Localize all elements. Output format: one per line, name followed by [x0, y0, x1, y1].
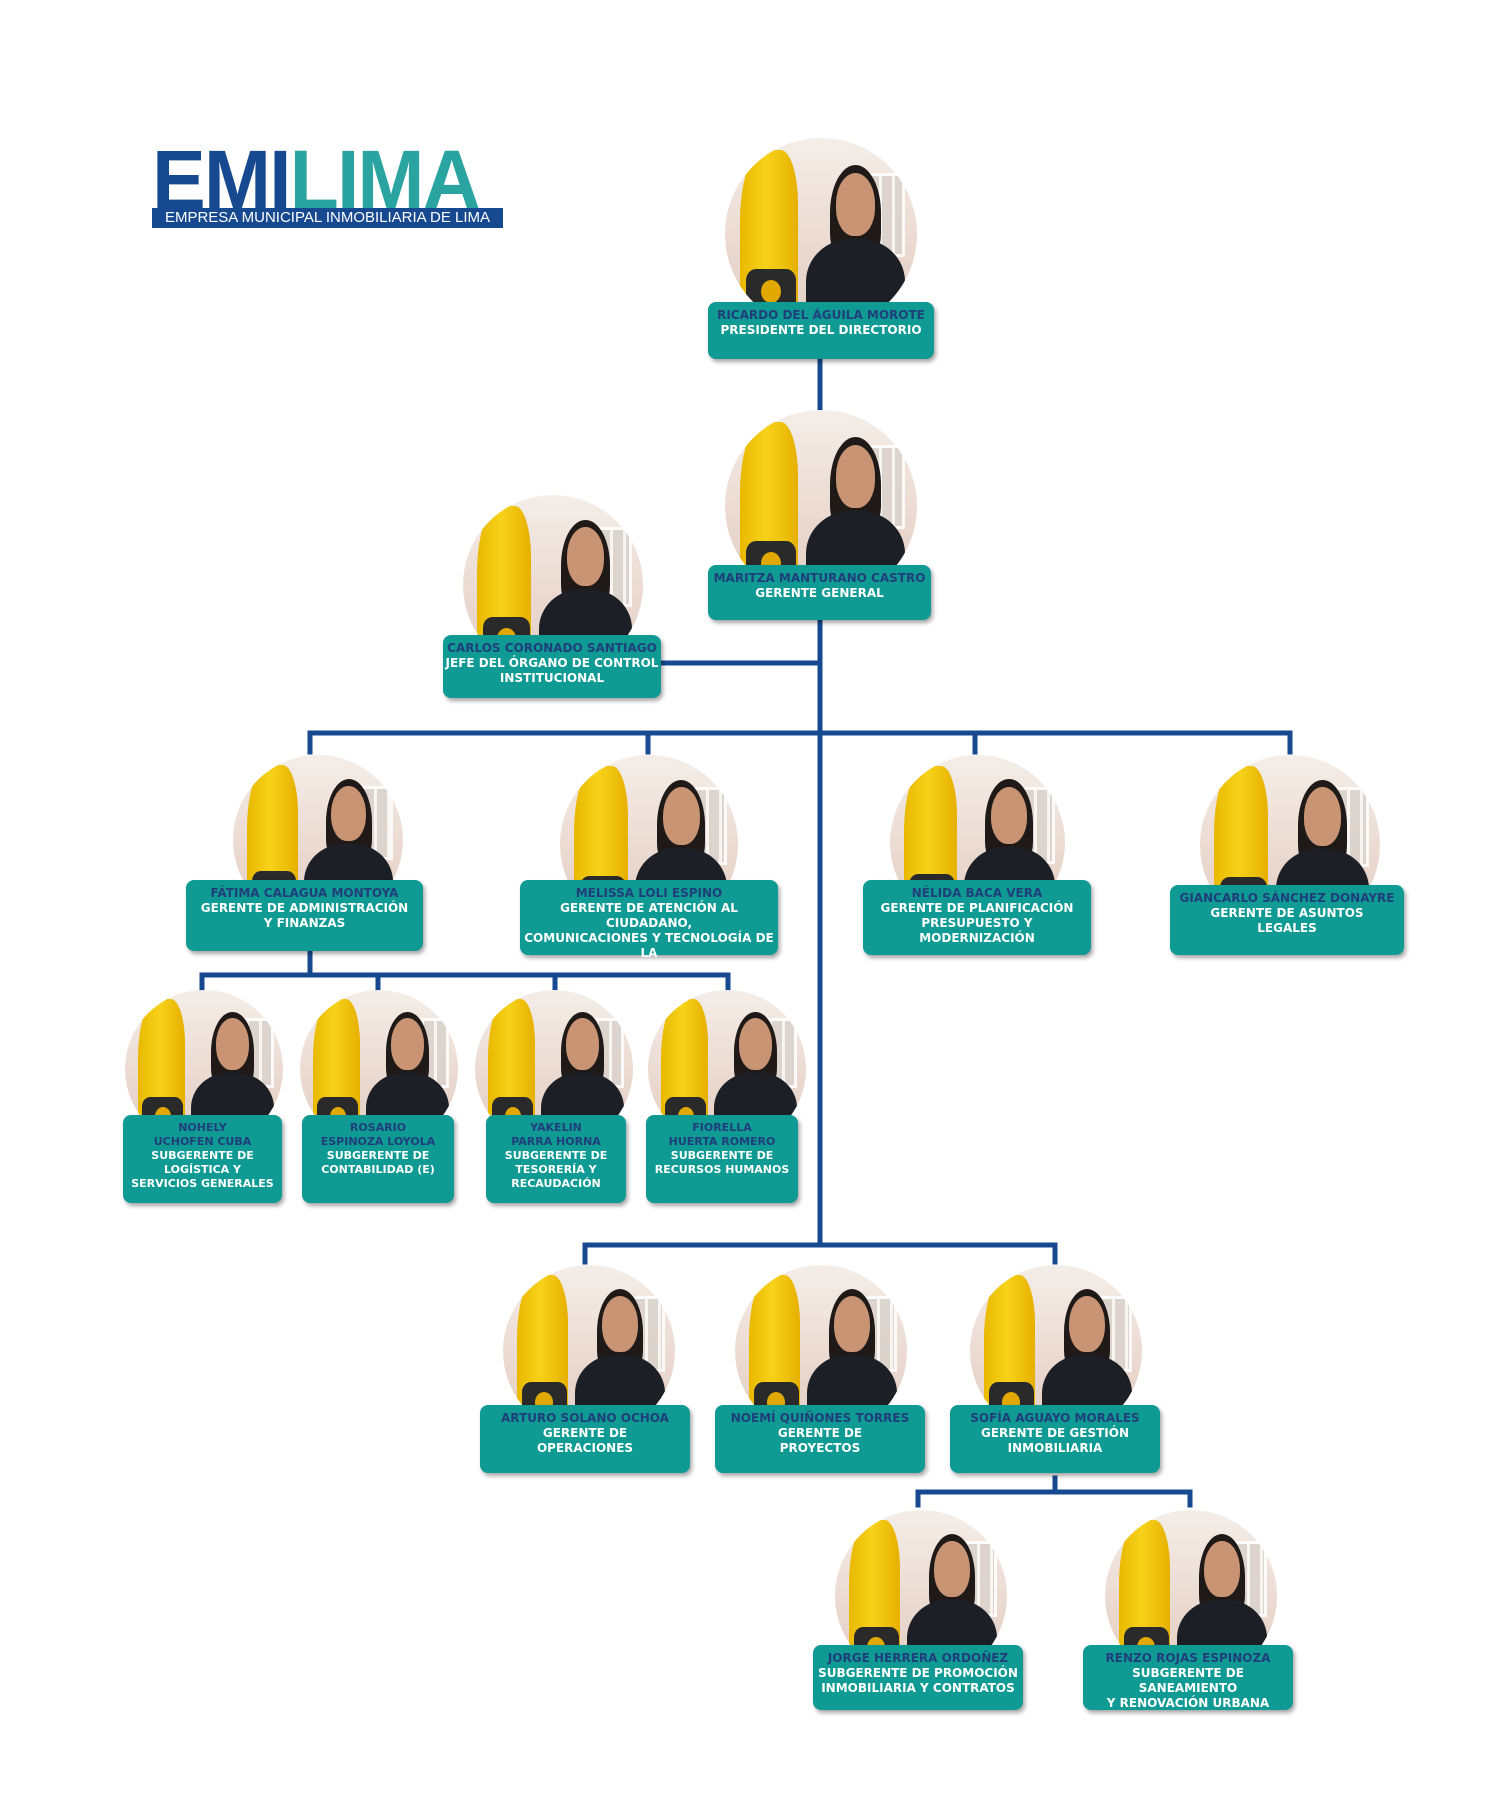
person-name: MELISSA LOLI ESPINO	[575, 886, 723, 900]
person-title: JEFE DEL ÓRGANO DE CONTROL INSTITUCIONAL	[445, 656, 659, 685]
person-title: PRESIDENTE DEL DIRECTORIO	[720, 323, 922, 337]
person-name: RENZO ROJAS ESPINOZA	[1105, 1651, 1271, 1665]
person-title: GERENTE DE ATENCIÓN AL CIUDADANO, COMUNI…	[524, 901, 774, 975]
person-title: SUBGERENTE DE LOGÍSTICA Y SERVICIOS GENE…	[131, 1149, 274, 1190]
person-name: RICARDO DEL ÁGUILA MOROTE	[717, 308, 925, 322]
person-title: GERENTE DE OPERACIONES	[536, 1426, 634, 1455]
person-title: SUBGERENTE DE PROMOCIÓN INMOBILIARIA Y C…	[818, 1666, 1018, 1695]
person-name: ARTURO SOLANO OCHOA	[501, 1411, 669, 1425]
person-title: GERENTE DE ADMINISTRACIÓN Y FINANZAS	[200, 901, 409, 930]
person-title: GERENTE DE GESTIÓN INMOBILIARIA	[980, 1426, 1129, 1455]
person-name: MARITZA MANTURANO CASTRO	[713, 571, 926, 585]
person-title: SUBGERENTE DE RECURSOS HUMANOS	[654, 1149, 790, 1176]
person-title: GERENTE GENERAL	[755, 586, 884, 600]
person-name: NOHELY UCHOFEN CUBA	[153, 1121, 252, 1148]
person-name: NÉLIDA BACA VERA	[911, 886, 1043, 900]
person-name: YAKELIN PARRA HORNA	[511, 1121, 601, 1148]
person-name: FIORELLA HUERTA ROMERO	[668, 1121, 776, 1148]
person-name: NOEMÍ QUIÑONES TORRES	[730, 1411, 910, 1425]
person-name: ROSARIO ESPINOZA LOYOLA	[320, 1121, 436, 1148]
person-name: GIANCARLO SÁNCHEZ DONAYRE	[1179, 891, 1395, 905]
person-title: SUBGERENTE DE SANEAMIENTO Y RENOVACIÓN U…	[1106, 1666, 1270, 1710]
person-title: GERENTE DE PLANIFICACIÓN PRESUPUESTO Y M…	[880, 901, 1074, 945]
person-title: GERENTE DE ASUNTOS LEGALES	[1210, 906, 1364, 935]
person-title: GERENTE DE PROYECTOS	[777, 1426, 863, 1455]
person-name: SOFÍA AGUAYO MORALES	[970, 1411, 1140, 1425]
person-name: JORGE HERRERA ORDOÑEZ	[827, 1651, 1009, 1665]
portrait-photo	[725, 138, 917, 330]
person-title: SUBGERENTE DE TESORERÍA Y RECAUDACIÓN	[504, 1149, 608, 1190]
person-title: SUBGERENTE DE CONTABILIDAD (E)	[321, 1149, 435, 1176]
person-name: FÁTIMA CALAGUA MONTOYA	[210, 886, 399, 900]
person-name: CARLOS CORONADO SANTIAGO	[447, 641, 657, 655]
logo-tagline: EMPRESA MUNICIPAL INMOBILIARIA DE LIMA	[152, 208, 503, 228]
